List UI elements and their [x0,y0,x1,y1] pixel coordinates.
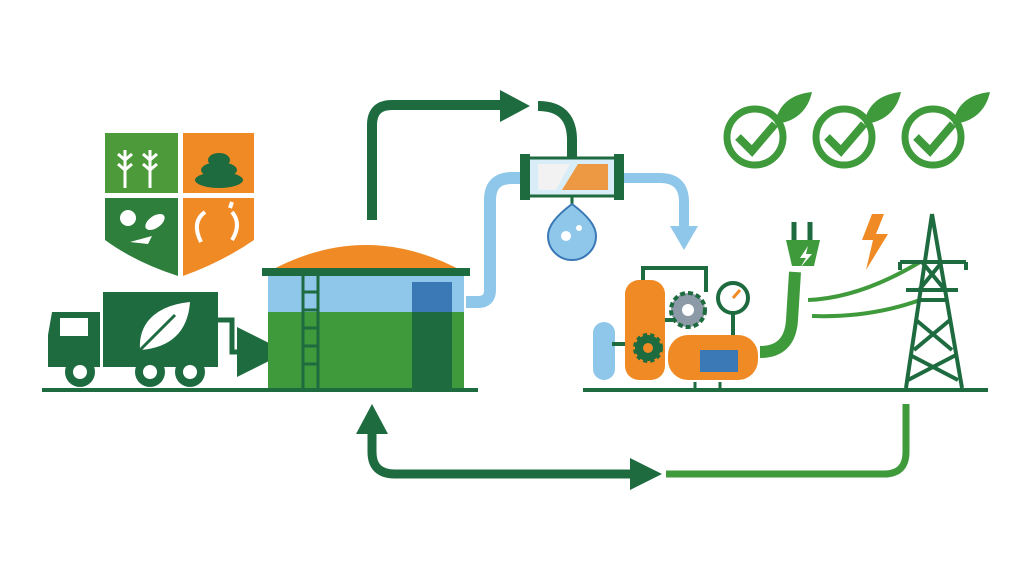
pressure-gauge-icon [716,281,750,335]
delivery-truck-icon [48,292,218,387]
lightning-bolt-icon [862,214,888,270]
organic-feedstock-shield-icon [105,133,254,276]
gas-pipe-left [466,172,528,308]
return-line-left [367,432,640,479]
power-pylon-icon [898,213,968,389]
leaf-check-icon [901,92,990,169]
feed-arrow [218,317,287,377]
biogas-filter-icon [520,154,624,261]
anaerobic-digester-tank-icon [262,245,470,388]
power-plug-icon [759,222,820,358]
return-line-right [666,404,910,478]
manure-icon [195,153,243,188]
gear-icon [669,291,707,329]
biogas-up-arrow [367,100,505,220]
food-waste-icon [120,210,165,244]
crops-icon [117,150,158,188]
gas-pipe-right [612,173,689,228]
generator-engine-icon [593,266,758,390]
power-cable [807,260,922,319]
apple-core-icon [194,201,239,243]
water-droplet-icon [546,202,598,261]
leaf-check-icon [812,92,901,169]
gear-icon [633,333,663,363]
leaf-check-icon [723,92,812,169]
biogas-down-arrow [537,101,577,158]
